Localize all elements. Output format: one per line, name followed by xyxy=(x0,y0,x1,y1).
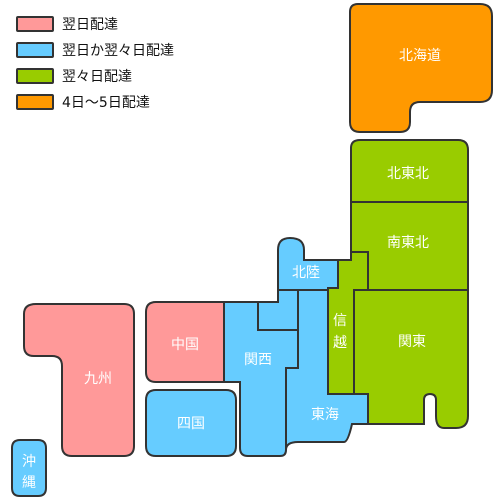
region-tokai[interactable]: 東海 xyxy=(285,289,369,451)
legend-label: 翌々日配達 xyxy=(62,69,132,85)
legend: 翌日配達 翌日か翌々日配達 翌々日配達 4日〜5日配達 xyxy=(16,12,174,116)
region-hokuriku-label: 北陸 xyxy=(292,265,320,281)
region-kansai[interactable]: 関西 xyxy=(223,289,299,457)
region-shinetsu-label-1: 信 xyxy=(333,313,347,329)
region-okinawa-shape xyxy=(11,439,47,497)
legend-swatch xyxy=(16,94,54,110)
region-kanto[interactable]: 関東 xyxy=(353,289,469,429)
legend-item-next-day: 翌日配達 xyxy=(16,12,174,36)
region-kanto-shape xyxy=(353,289,469,429)
region-shinetsu-label-2: 越 xyxy=(333,335,347,351)
region-kyushu-label: 九州 xyxy=(84,371,112,387)
region-minami-tohoku-label: 南東北 xyxy=(387,235,429,251)
legend-swatch xyxy=(16,16,54,32)
legend-swatch xyxy=(16,68,54,84)
region-hokkaido[interactable]: 北海道 xyxy=(349,3,493,133)
region-chugoku-label: 中国 xyxy=(171,337,199,353)
legend-label: 4日〜5日配達 xyxy=(62,95,150,111)
region-shikoku-label: 四国 xyxy=(177,416,205,432)
region-shikoku[interactable]: 四国 xyxy=(145,389,237,457)
region-okinawa-label-1: 沖 xyxy=(22,454,36,470)
legend-label: 翌日配達 xyxy=(62,17,118,33)
region-chugoku-shape xyxy=(145,301,225,383)
legend-item-four-five-days: 4日〜5日配達 xyxy=(16,90,174,114)
region-kyushu-shape xyxy=(23,303,135,457)
region-kita-tohoku-label: 北東北 xyxy=(387,166,429,182)
region-tokai-label: 東海 xyxy=(311,407,339,423)
legend-item-next-or-day-after: 翌日か翌々日配達 xyxy=(16,38,174,62)
region-okinawa-label-2: 縄 xyxy=(22,475,36,491)
region-kita-tohoku[interactable]: 北東北 xyxy=(350,139,469,203)
region-hokuriku-shape xyxy=(277,236,339,291)
region-chugoku[interactable]: 中国 xyxy=(145,301,225,383)
region-hokkaido-shape xyxy=(349,3,493,133)
legend-label: 翌日か翌々日配達 xyxy=(62,43,174,59)
region-okinawa[interactable]: 沖 縄 xyxy=(11,439,47,497)
region-kansai-inner-border xyxy=(257,302,298,331)
region-kansai-shape xyxy=(223,289,299,457)
legend-item-day-after: 翌々日配達 xyxy=(16,64,174,88)
region-hokkaido-label: 北海道 xyxy=(399,48,441,64)
region-kansai-label: 関西 xyxy=(244,352,272,368)
region-kyushu[interactable]: 九州 xyxy=(23,303,135,457)
region-shikoku-shape xyxy=(145,389,237,457)
region-hokuriku[interactable]: 北陸 xyxy=(277,236,339,291)
legend-swatch xyxy=(16,42,54,58)
region-kanto-label: 関東 xyxy=(398,334,426,350)
